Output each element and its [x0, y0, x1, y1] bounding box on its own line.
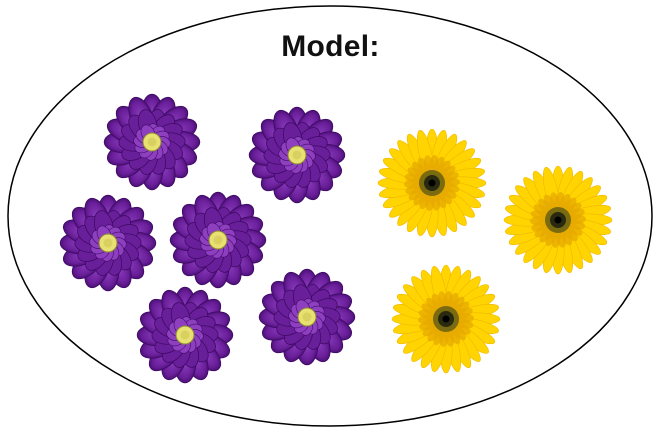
purple-flower-icon	[103, 93, 201, 191]
purple-flower-icon	[169, 191, 267, 289]
yellow-flower-icon	[377, 128, 487, 238]
flowers-group	[59, 93, 613, 384]
model-title: Model:	[281, 30, 380, 63]
yellow-flower-icon	[503, 165, 613, 275]
purple-flower-icon	[136, 286, 234, 384]
yellow-flower-icon	[391, 264, 501, 374]
purple-flower-icon	[248, 106, 346, 204]
purple-flower-icon	[59, 194, 157, 292]
purple-flower-icon	[258, 268, 356, 366]
model-oval-border	[7, 5, 653, 427]
